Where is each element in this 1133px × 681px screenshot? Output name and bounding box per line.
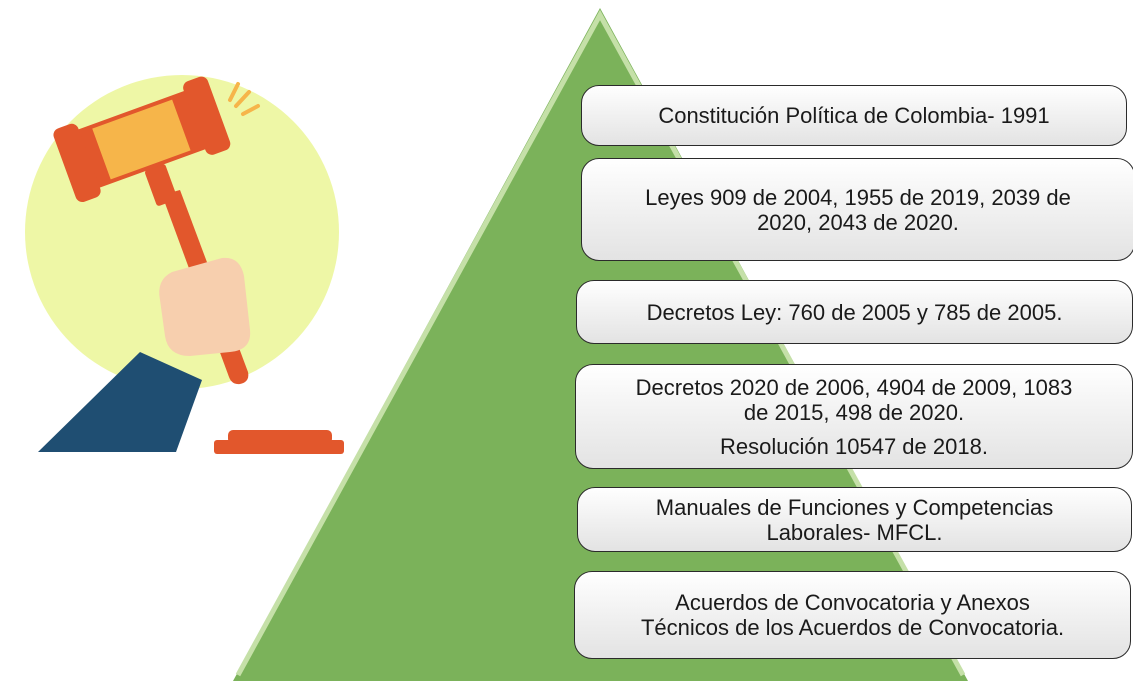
- level-4-box: Decretos 2020 de 2006, 4904 de 2009, 108…: [575, 364, 1133, 469]
- level-5-box: Manuales de Funciones y Competencias Lab…: [577, 487, 1132, 552]
- gavel-head: [53, 76, 231, 203]
- level-2-box: Leyes 909 de 2004, 1955 de 2019, 2039 de…: [581, 158, 1133, 261]
- level-2-text-line-2: 2020, 2043 de 2020.: [757, 209, 959, 235]
- level-1-text: Constitución Política de Colombia- 1991: [658, 103, 1050, 128]
- level-3-text: Decretos Ley: 760 de 2005 y 785 de 2005.: [646, 299, 1063, 325]
- level-6-text-line-2: Técnicos de los Acuerdos de Convocatoria…: [640, 615, 1065, 640]
- gavel-icon: [38, 76, 260, 452]
- level-1-box: Constitución Política de Colombia- 1991: [581, 85, 1127, 146]
- sleeve: [38, 352, 202, 452]
- level-6-text-line-1: Acuerdos de Convocatoria y Anexos: [675, 590, 1030, 615]
- level-4-text-line-2: de 2015, 498 de 2020.: [743, 399, 965, 425]
- level-6-box: Acuerdos de Convocatoria y Anexos Técnic…: [574, 571, 1131, 659]
- gavel-neck: [145, 164, 177, 206]
- level-3-box: Decretos Ley: 760 de 2005 y 785 de 2005.: [576, 280, 1133, 344]
- gavel-illustration: [25, 75, 344, 454]
- level-2-text-line-1: Leyes 909 de 2004, 1955 de 2019, 2039 de: [645, 184, 1071, 210]
- level-4-text-line-1: Decretos 2020 de 2006, 4904 de 2009, 108…: [635, 374, 1073, 400]
- sound-block: [214, 430, 344, 454]
- level-4-extra-text: Resolución 10547 de 2018.: [720, 433, 988, 459]
- hand: [159, 257, 251, 356]
- impact-marks: [228, 82, 260, 116]
- level-5-text-line-2: Laborales- MFCL.: [766, 519, 943, 545]
- level-5-text-line-1: Manuales de Funciones y Competencias: [655, 494, 1054, 520]
